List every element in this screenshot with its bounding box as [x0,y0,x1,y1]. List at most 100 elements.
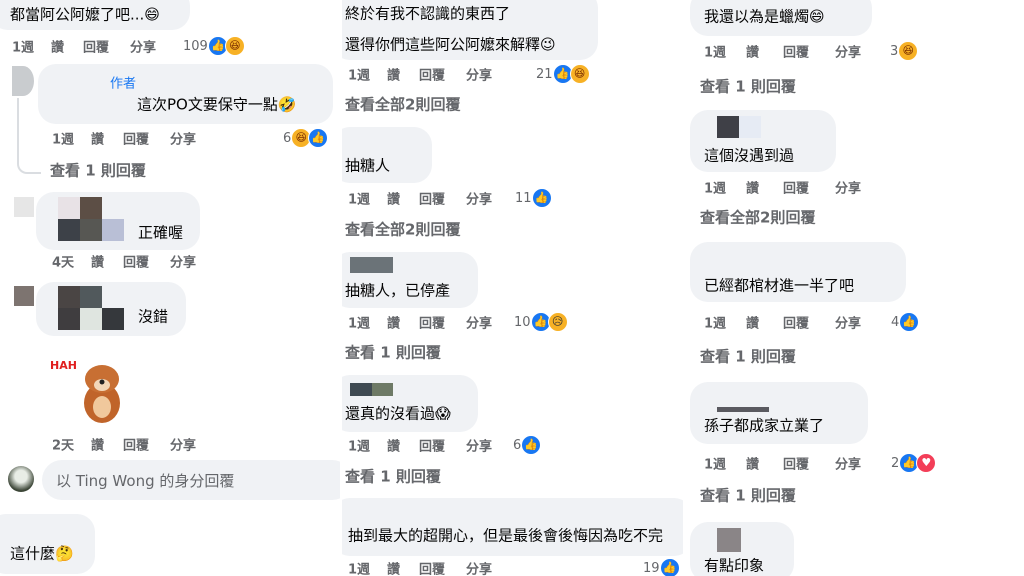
reply-button[interactable]: 回覆 [83,40,110,56]
like-reaction-icon: 👍 [521,435,542,455]
share-button[interactable]: 分享 [466,68,493,84]
comment-time[interactable]: 4天 [52,255,75,271]
reaction-count[interactable]: 11👍 [515,188,552,208]
view-replies-link[interactable]: 查看 1 則回覆 [345,467,441,486]
comment-text: 這什麼🤔 [10,544,74,563]
haha-reaction-icon: 😆 [569,64,590,84]
reply-input[interactable]: 以 Ting Wong 的身分回覆 [42,460,340,500]
view-replies-link[interactable]: 查看 1 則回覆 [50,161,146,180]
reaction-count-number: 109 [183,38,208,54]
avatar[interactable] [14,197,34,217]
reply-button[interactable]: 回覆 [123,255,150,271]
comment-time[interactable]: 1週 [704,457,727,473]
comment-time[interactable]: 1週 [704,181,727,197]
avatar[interactable] [12,66,34,96]
like-reaction-icon: 👍 [552,64,573,84]
like-button[interactable]: 讚 [746,181,760,197]
reaction-count-number: 6 [283,130,292,146]
like-button[interactable]: 讚 [387,192,401,208]
comment-time[interactable]: 1週 [704,316,727,332]
blurred-name [80,308,102,330]
share-button[interactable]: 分享 [835,457,862,473]
comment-text: 孫子都成家立業了 [704,416,825,435]
like-button[interactable]: 讚 [387,439,401,455]
view-replies-link[interactable]: 查看全部2則回覆 [345,220,461,239]
like-button[interactable]: 讚 [51,40,65,56]
view-replies-link[interactable]: 查看 1 則回覆 [345,343,441,362]
comment-time[interactable]: 1週 [704,45,727,61]
reaction-count[interactable]: 109👍😆 [183,36,245,56]
like-button[interactable]: 讚 [91,438,105,454]
like-button[interactable]: 讚 [746,457,760,473]
reply-button[interactable]: 回覆 [783,457,810,473]
share-button[interactable]: 分享 [466,562,493,576]
reply-button[interactable]: 回覆 [123,438,150,454]
like-button[interactable]: 讚 [387,316,401,332]
comment-time[interactable]: 1週 [348,68,371,84]
blurred-name [58,197,80,219]
like-button[interactable]: 讚 [91,255,105,271]
comment-time[interactable]: 1週 [12,40,35,56]
view-replies-link[interactable]: 查看全部2則回覆 [700,208,816,227]
reaction-count[interactable]: 3😆 [890,41,919,61]
comment-time[interactable]: 1週 [348,316,371,332]
share-button[interactable]: 分享 [130,40,157,56]
view-replies-link[interactable]: 查看 1 則回覆 [700,486,796,505]
reply-button[interactable]: 回覆 [419,562,446,576]
like-button[interactable]: 讚 [746,45,760,61]
reply-button[interactable]: 回覆 [419,316,446,332]
share-button[interactable]: 分享 [466,439,493,455]
reply-button[interactable]: 回覆 [419,192,446,208]
comment-time[interactable]: 2天 [52,438,75,454]
reply-button[interactable]: 回覆 [783,316,810,332]
like-button[interactable]: 讚 [746,316,760,332]
like-button[interactable]: 讚 [387,562,401,576]
reaction-count[interactable]: 21👍😆 [536,64,590,84]
comment-text: 還得你們這些阿公阿嬤來解釋😉 [345,35,556,54]
reply-button[interactable]: 回覆 [783,45,810,61]
comment-text: 這個沒遇到過 [704,146,795,165]
share-button[interactable]: 分享 [170,255,197,271]
share-button[interactable]: 分享 [835,316,862,332]
comment-bubble [690,110,836,172]
like-button[interactable]: 讚 [91,132,105,148]
reaction-count[interactable]: 19👍 [643,558,680,576]
reply-button[interactable]: 回覆 [783,181,810,197]
comment-bubble [38,64,333,124]
comment-text: 沒錯 [138,307,169,326]
reaction-count[interactable]: 6👍 [513,435,542,455]
comment-text: 有點印象 [704,556,765,575]
blurred-name [372,383,393,396]
share-button[interactable]: 分享 [835,181,862,197]
view-replies-link[interactable]: 查看全部2則回覆 [345,95,461,114]
reaction-count[interactable]: 4👍 [891,312,920,332]
view-replies-link[interactable]: 查看 1 則回覆 [700,77,796,96]
share-button[interactable]: 分享 [466,316,493,332]
comment-time[interactable]: 1週 [348,562,371,576]
reaction-count-number: 21 [536,66,553,82]
share-button[interactable]: 分享 [170,132,197,148]
blurred-name [717,407,769,412]
reaction-count-number: 10 [514,314,531,330]
comment-time[interactable]: 1週 [348,439,371,455]
reaction-count[interactable]: 10👍😥 [514,312,568,332]
like-reaction-icon: 👍 [308,128,329,148]
reply-button[interactable]: 回覆 [419,439,446,455]
share-button[interactable]: 分享 [170,438,197,454]
reply-button[interactable]: 回覆 [419,68,446,84]
share-button[interactable]: 分享 [835,45,862,61]
share-button[interactable]: 分享 [466,192,493,208]
reply-button[interactable]: 回覆 [123,132,150,148]
view-replies-link[interactable]: 查看 1 則回覆 [700,347,796,366]
reply-input-placeholder: 以 Ting Wong 的身分回覆 [56,471,235,490]
avatar[interactable] [14,286,34,306]
comment-text: 抽糖人，已停產 [345,281,451,300]
comment-time[interactable]: 1週 [52,132,75,148]
reaction-count[interactable]: 2👍♥ [891,453,937,473]
user-avatar[interactable] [8,466,34,492]
comment-time[interactable]: 1週 [348,192,371,208]
reaction-count[interactable]: 6😆👍 [283,128,329,148]
comment-text: 這次PO文要保守一點🤣 [137,95,297,114]
like-button[interactable]: 讚 [387,68,401,84]
